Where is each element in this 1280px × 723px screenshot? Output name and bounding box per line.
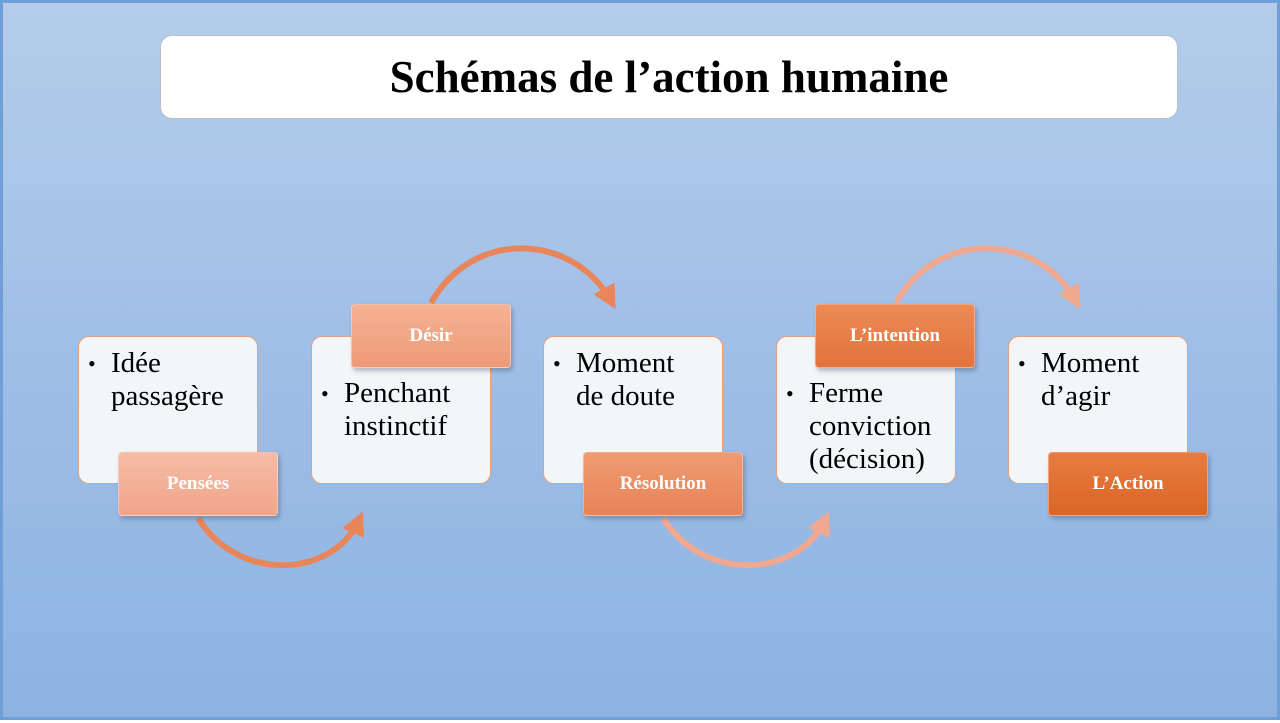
flow-arrows	[195, 245, 1081, 569]
arrow-pensees-to-desir	[195, 511, 365, 569]
label-action: L’Action	[1048, 452, 1208, 516]
arrow-resolution-to-intention	[660, 511, 830, 569]
arrow-desir-to-resolution	[428, 245, 616, 310]
label-desir: Désir	[351, 304, 511, 368]
label-pensees: Pensées	[118, 452, 278, 516]
label-intention: L’intention	[815, 304, 975, 368]
label-resolution: Résolution	[583, 452, 743, 516]
title-box: Schémas de l’action humaine	[160, 35, 1178, 119]
page-title: Schémas de l’action humaine	[389, 52, 949, 102]
arrow-intention-to-action	[893, 245, 1081, 310]
